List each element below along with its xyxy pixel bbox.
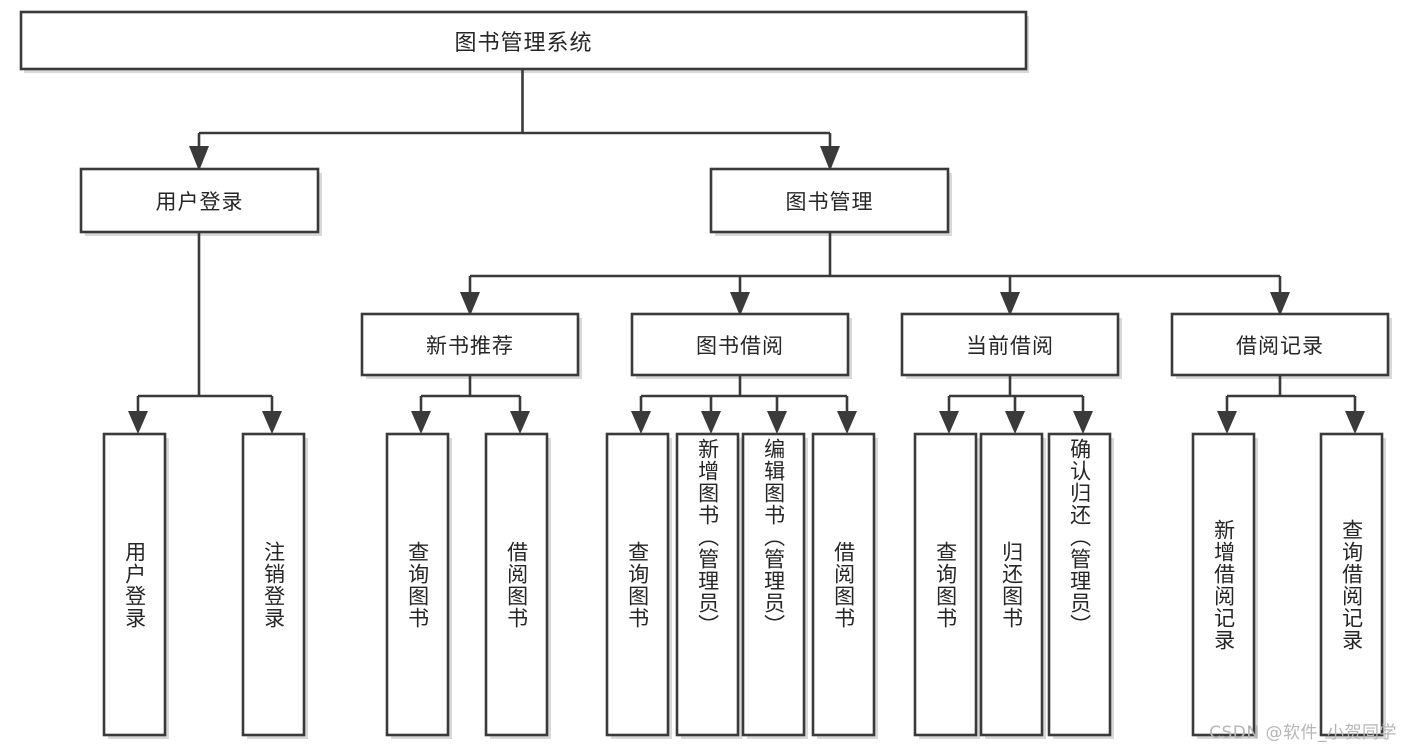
node-boxes [19, 10, 1390, 737]
node-current-borrow-box[interactable] [900, 312, 1120, 377]
leaf-confirm-return-box[interactable] [1047, 432, 1112, 737]
leaf-edit-book-box[interactable] [741, 432, 806, 737]
node-borrow-record-box[interactable] [1170, 312, 1390, 377]
leaf-add-record-box[interactable] [1191, 432, 1256, 737]
leaf-borrow-book-2-box[interactable] [811, 432, 876, 737]
leaf-borrow-book-1-box[interactable] [484, 432, 549, 737]
leaf-return-book-box[interactable] [979, 432, 1044, 737]
node-book-borrow-box[interactable] [630, 312, 850, 377]
csdn-watermark: CSDN @软件_小贺同学 [1209, 723, 1397, 743]
leaf-query-book-3-box[interactable] [913, 432, 978, 737]
node-new-book-recommend-box[interactable] [360, 312, 580, 377]
leaf-user-login-box[interactable] [102, 432, 167, 737]
leaf-query-record-box[interactable] [1319, 432, 1384, 737]
node-user-login-box[interactable] [79, 167, 320, 234]
leaf-query-book-1-box[interactable] [385, 432, 450, 737]
node-root-box[interactable] [19, 10, 1028, 71]
leaf-logout-box[interactable] [241, 432, 306, 737]
node-book-management-box[interactable] [709, 167, 950, 234]
leaf-add-book-box[interactable] [675, 432, 740, 737]
connector-lines [136, 69, 1357, 415]
leaf-query-book-2-box[interactable] [605, 432, 670, 737]
arrow-heads [128, 146, 1365, 434]
